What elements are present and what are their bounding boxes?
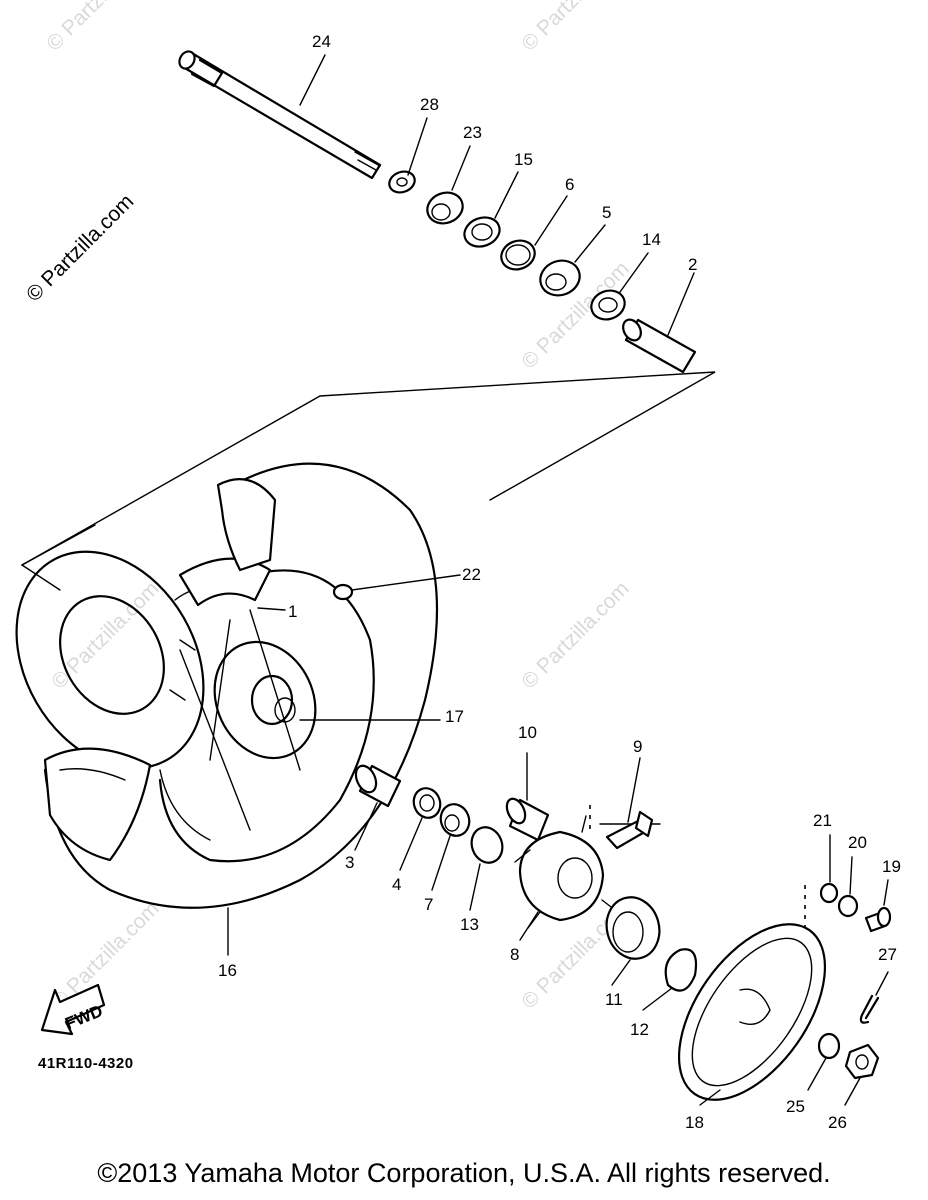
valve-part-22 [332,583,354,601]
cotter-pin-part-27 [859,994,880,1024]
brake-assembly [677,882,892,1101]
axle-nut-part-26 [844,1043,880,1080]
bearing-part-5 [539,259,581,297]
watermark: © Partzilla.com [517,577,633,693]
nut-part-20 [837,894,859,918]
part-label-11: 11 [605,990,623,1009]
part-label-6: 6 [565,175,574,194]
part-label-21: 21 [813,811,832,830]
hub-hardware [354,764,698,992]
part-label-18: 18 [685,1113,704,1132]
seal-part-4 [412,787,442,819]
part-label-27: 27 [878,945,897,964]
part-label-20: 20 [848,833,867,852]
part-label-10: 10 [518,723,537,742]
part-label-19: 19 [882,857,901,876]
wheel-assembly [15,462,439,909]
watermark: © Partzilla.com [517,0,633,56]
part-label-17: 17 [445,707,464,726]
part-label-15: 15 [514,150,533,169]
circlip-part-6 [500,239,536,271]
watermark: © Partzilla.com [47,897,163,1013]
part-label-4: 4 [392,875,401,894]
reference-code: 41R110-4320 [38,1055,134,1072]
part-label-28: 28 [420,95,439,114]
part-label-1: 1 [288,602,297,621]
copyright-notice: ©2013 Yamaha Motor Corporation, U.S.A. A… [97,1158,831,1188]
part-label-2: 2 [688,255,697,274]
fwd-arrow: FWD [40,983,105,1036]
bearing-part-11 [605,896,661,960]
washer-part-28 [388,170,416,194]
part-label-14: 14 [642,230,661,249]
part-label-12: 12 [630,1020,649,1039]
watermark: © Partzilla.com [42,0,158,56]
collar-part-23 [426,191,464,225]
part-label-24: 24 [312,32,331,51]
part-label-3: 3 [345,853,354,872]
part-label-8: 8 [510,945,519,964]
part-label-26: 26 [828,1113,847,1132]
brake-plate-part-18 [677,923,827,1101]
part-label-16: 16 [218,961,237,980]
washer-part-21 [819,882,839,904]
part-label-9: 9 [633,737,642,756]
assembly-bracket [21,371,806,960]
part-label-23: 23 [463,123,482,142]
oring-part-13 [470,826,504,864]
watermark: © Partzilla.com [47,577,163,693]
part-labels: 2428231565142221171093471381112162120192… [218,32,901,1132]
upper-hardware [388,170,697,374]
part-label-7: 7 [424,895,433,914]
bearing-part-7 [439,803,471,837]
part-label-22: 22 [462,565,481,584]
circlip-part-12 [664,948,698,992]
washer-part-25 [817,1032,841,1060]
seal-part-14 [590,289,626,321]
seal-part-15 [463,216,501,248]
axle-part-24 [178,50,382,180]
part-label-13: 13 [460,915,479,934]
hub-part-8 [518,830,605,922]
part-label-25: 25 [786,1097,805,1116]
leader-lines [227,54,889,1106]
part-label-5: 5 [602,203,611,222]
